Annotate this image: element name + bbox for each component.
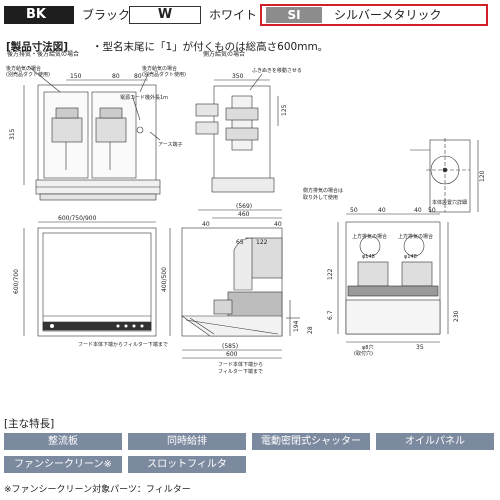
dim-148b: φ148 [404,254,417,260]
dim-35: 35 [416,344,424,351]
rear-hole-note: 本体設置穴詳細 [432,199,467,206]
front-header: 後方排気・後方給気の場合 [7,50,79,58]
color-name-black: ブラック [82,8,131,22]
bolt-note: ふきぬきを移動させる [252,67,302,74]
dim-230: 230 [453,310,460,322]
feature-badge: 電動密閉式シャッター [252,433,370,450]
dim-6-7: 6.7 [327,310,334,320]
hood-bottom-note: フード本体下端から [218,361,263,368]
dim-122: 122 [256,239,268,246]
dim-148a: φ148 [362,254,375,260]
dimensions-note: ・型名末尾に「1」が付くものは総高さ600mm。 [92,41,329,53]
rear-left-caption2: (別売品ダクト使用) [6,71,50,78]
side-header: 側方給気の場合 [203,50,245,58]
dim-width: 600/750/900 [58,215,97,222]
mount-hole-drawing [410,138,479,213]
top-exhaust-1: 上方排気の場合 [352,233,387,240]
features-title: [主な特長] [4,418,55,430]
rear-view-drawing [23,65,161,201]
mount-hole-note: (取付穴) [354,350,373,357]
feature-badge: ファンシークリーン※ [4,456,122,473]
rear-right-caption: 後方給気の場合 [142,65,177,72]
top-exhaust-2: 上方排気の場合 [398,233,433,240]
dim-150: 150 [70,73,82,80]
dim-122-right: 122 [327,268,334,280]
dim-50b: 50 [428,207,436,214]
dim-400-500: 400/500 [161,267,168,292]
top-view-drawing [337,213,449,343]
dim-28: 28 [307,326,314,334]
dim-194: 194 [293,320,300,332]
dim-569: (569) [236,203,252,210]
dimension-labels: 後方排気・後方給気の場合 側方給気の場合 後方給気の場合 (別売品ダクト使用) … [6,50,486,375]
color-name-silver: シルバーメタリック [334,8,442,22]
dim-585: (585) [222,343,238,350]
dim-8-hole: φ8穴 [362,344,373,351]
dimensions-title: [製品寸法図] [6,41,69,53]
dim-50a: 50 [350,207,358,214]
filter-note: フード本体下端からフィルター下端まで [78,341,168,348]
side-exhaust-note: 側方排気の場合は [303,187,343,194]
rear-right-caption2: (別売品ダクト使用) [142,71,186,78]
color-chip-white[interactable]: W [129,6,201,24]
feature-badge: 整流板 [4,433,122,450]
color-legend: BK ブラック W ホワイト SI シルバーメタリック [4,4,496,26]
dim-height: 600/700 [13,269,20,294]
selected-color-highlight [260,4,488,26]
feature-badge: 同時給排 [128,433,246,450]
dim-80b: 80 [134,73,142,80]
cord-note: 電源コード機外長1m [120,94,168,101]
color-chip-black[interactable]: BK [4,6,74,24]
filter-bottom-note: フィルター下端まで [218,368,263,375]
dim-350a: 350 [232,73,244,80]
side-view-drawing [195,73,279,193]
rear-left-caption: 後方給気の場合 [6,65,41,72]
color-chip-silver[interactable]: SI [266,7,322,23]
dim-80a: 80 [112,73,120,80]
dim-315: 315 [9,128,16,140]
dim-40d: 40 [414,207,422,214]
feature-badge: オイルパネル [376,433,494,450]
section-view-drawing [169,209,300,359]
feature-badge: スロットフィルタ [128,456,246,473]
side-exhaust-note2: 取り外して使用 [303,194,338,201]
dim-125: 125 [281,104,288,116]
dim-460: 460 [238,211,250,218]
earth-note: アース端子 [158,141,182,148]
features-footnote: ※ファンシークリーン対象パーツ：フィルター [4,485,191,495]
dim-120: 120 [479,170,486,182]
dim-600: 600 [226,351,238,358]
dim-40b: 40 [274,221,282,228]
dim-40c: 40 [378,207,386,214]
front-view-drawing [23,221,157,337]
color-name-white: ホワイト [209,8,258,22]
dim-65: 65 [236,239,244,246]
dim-40a: 40 [202,221,210,228]
